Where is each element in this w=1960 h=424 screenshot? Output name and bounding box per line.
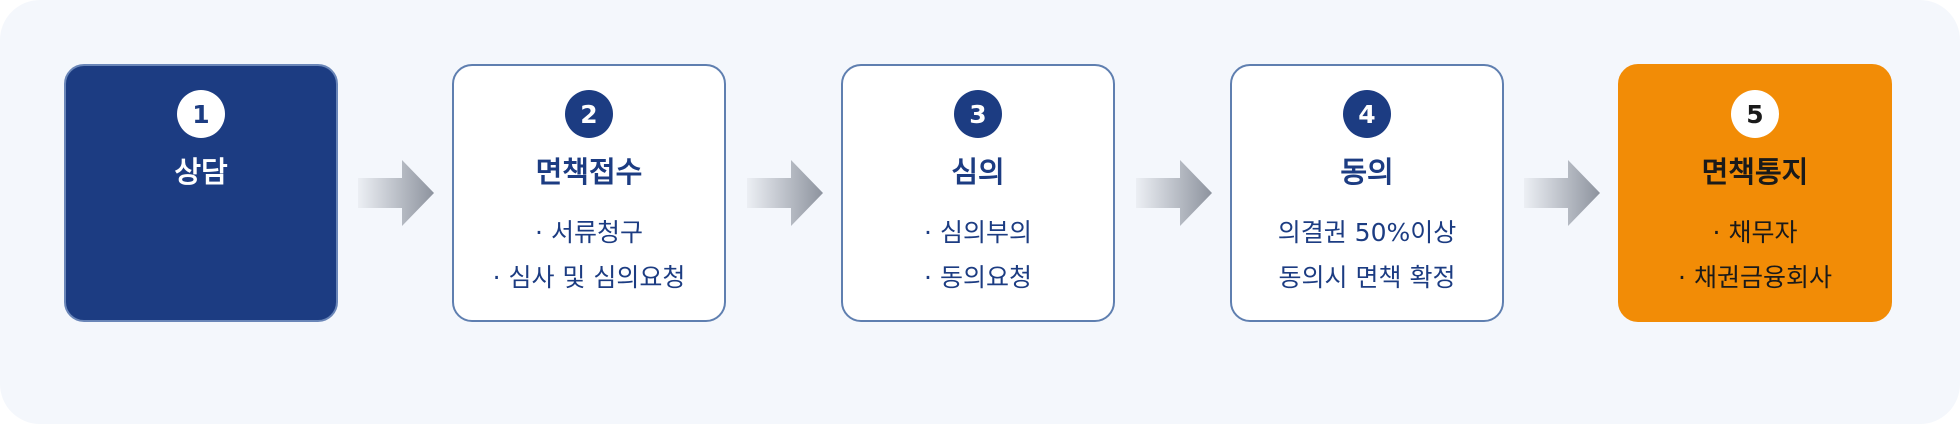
step-1-card: 1 상담 — [64, 64, 338, 322]
step-3-title: 심의 — [951, 155, 1005, 189]
step-3-line-1: · 심의부의 — [924, 218, 1032, 247]
right-arrow-icon — [1136, 160, 1212, 226]
step-3-description: · 심의부의 · 동의요청 — [843, 210, 1113, 300]
step-2-line-2: · 심사 및 심의요청 — [492, 263, 686, 292]
right-arrow-icon — [358, 160, 434, 226]
step-2-number-badge: 2 — [565, 90, 613, 138]
step-2-card: 2 면책접수 · 서류청구 · 심사 및 심의요청 — [452, 64, 726, 322]
step-1-number-badge: 1 — [177, 90, 225, 138]
step-5-number-badge: 5 — [1731, 90, 1779, 138]
step-2-description: · 서류청구 · 심사 및 심의요청 — [454, 210, 724, 300]
step-4-number-badge: 4 — [1343, 90, 1391, 138]
step-4-line-1: 의결권 50%이상 — [1277, 218, 1457, 247]
step-4-line-2: 동의시 면책 확정 — [1278, 263, 1456, 292]
step-2-title: 면책접수 — [535, 155, 643, 189]
step-5-line-1: · 채무자 — [1712, 218, 1798, 247]
step-3-line-2: · 동의요청 — [924, 263, 1032, 292]
step-3-number-badge: 3 — [954, 90, 1002, 138]
step-4-card: 4 동의 의결권 50%이상 동의시 면책 확정 — [1230, 64, 1504, 322]
step-3-card: 3 심의 · 심의부의 · 동의요청 — [841, 64, 1115, 322]
step-4-title: 동의 — [1340, 155, 1394, 189]
step-4-description: 의결권 50%이상 동의시 면책 확정 — [1232, 210, 1502, 300]
step-5-description: · 채무자 · 채권금융회사 — [1620, 210, 1890, 300]
right-arrow-icon — [1524, 160, 1600, 226]
step-5-line-2: · 채권금융회사 — [1678, 263, 1832, 292]
step-5-title: 면책통지 — [1701, 155, 1809, 189]
step-5-card: 5 면책통지 · 채무자 · 채권금융회사 — [1618, 64, 1892, 322]
step-2-line-1: · 서류청구 — [535, 218, 643, 247]
right-arrow-icon — [747, 160, 823, 226]
step-1-title: 상담 — [174, 155, 228, 189]
